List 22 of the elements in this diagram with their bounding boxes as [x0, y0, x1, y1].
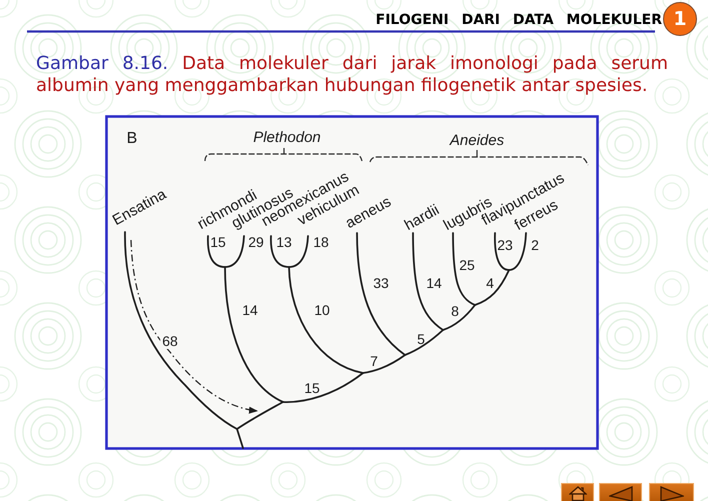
- branch-length-label: 33: [373, 275, 389, 291]
- branch-length-label: 13: [276, 234, 292, 250]
- panel-letter: B: [126, 131, 138, 147]
- genus-label: Plethodon: [253, 130, 321, 146]
- branch-length-label: 15: [210, 234, 226, 250]
- branch-length-label: 14: [426, 275, 442, 291]
- figure-caption: Gambar 8.16. Data molekuler dari jarak imonologi pada serum albumin yang menggambarkan hubungan filogenetik antar spesies.: [36, 53, 668, 97]
- branch-length-label: 8: [451, 303, 459, 319]
- branch-length-label: 25: [459, 257, 475, 273]
- page-title: FILOGENI DARI DATA MOLEKULER: [376, 12, 662, 28]
- genus-label: Aneides: [450, 133, 504, 149]
- branch-length-label: 15: [304, 380, 320, 396]
- branch-length-label: 4: [486, 275, 494, 291]
- branch-length-label: 5: [417, 331, 425, 347]
- branch-length-label: 23: [497, 237, 513, 253]
- branch-length-label: 10: [314, 302, 330, 318]
- branch-length-label: 7: [370, 353, 378, 369]
- branch-length-label: 68: [160, 333, 180, 349]
- branch-length-label: 29: [248, 234, 264, 250]
- branch-length-label: 14: [242, 302, 258, 318]
- branch-length-label: 18: [313, 234, 329, 250]
- branch-length-label: 2: [531, 237, 539, 253]
